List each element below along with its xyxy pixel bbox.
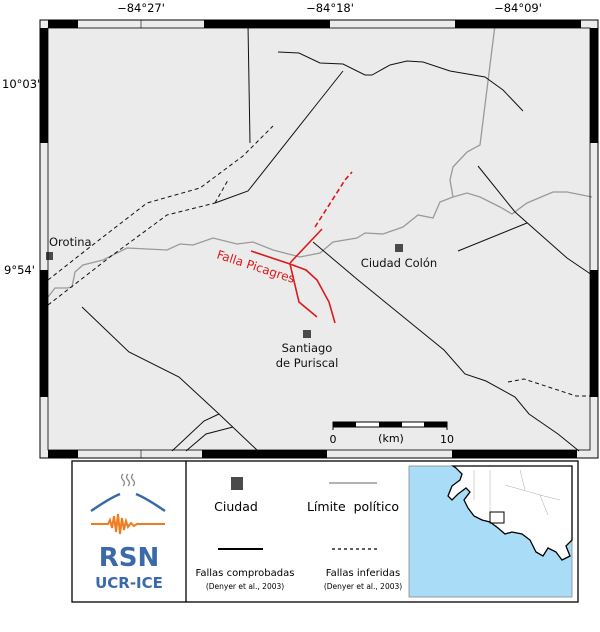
city-marker-santiago	[303, 330, 311, 338]
fault-line	[457, 222, 528, 252]
picagres-inferred-segment	[314, 171, 353, 228]
volcano-right-icon	[135, 492, 166, 513]
inferred-fault-line	[47, 125, 274, 281]
legend-proven-ref: (Denyer et al., 2003)	[206, 582, 284, 591]
scale-bar: 0 (km) 10	[330, 421, 454, 446]
fault-line	[312, 241, 580, 452]
legend-political-label: Límite político	[307, 499, 399, 514]
lat-tick-label: 9°54'	[4, 263, 35, 277]
steam-icon	[120, 473, 136, 487]
city-marker-orotina	[46, 252, 53, 260]
logo-ucr-ice: UCR-ICE	[95, 574, 163, 592]
city-label-orotina: Orotina	[49, 235, 92, 249]
fault-line	[277, 51, 524, 112]
map-frame	[39, 19, 599, 459]
lat-tick-label: 10°03'	[2, 77, 40, 91]
map-background	[40, 20, 598, 458]
picagres-segment	[289, 228, 323, 264]
city-label-santiago-line2: de Puriscal	[276, 356, 339, 370]
legend-city-label: Ciudad	[214, 499, 258, 514]
legend-proven-label: Fallas comprobadas	[196, 568, 295, 579]
inferred-faults	[47, 125, 592, 397]
city-symbol	[231, 477, 243, 490]
scale-start-label: 0	[330, 433, 337, 446]
legend: RSN UCR-ICE Ciudad Límite político Falla…	[71, 460, 579, 603]
political-limit-line	[449, 24, 496, 198]
legend-inferred-label: Fallas inferidas	[326, 568, 400, 579]
city-marker-ciudad-colon	[395, 244, 403, 252]
inset-location-box	[489, 511, 505, 524]
city-label-santiago-line1: Santiago	[282, 341, 333, 355]
inferred-fault-line	[214, 179, 229, 204]
fault-line	[81, 306, 259, 452]
city-label-ciudad-colon: Ciudad Colón	[361, 256, 437, 270]
inferred-fault-line	[47, 202, 216, 306]
fault-line	[247, 24, 251, 144]
political-limit-line	[47, 191, 593, 298]
legend-inferred-ref: (Denyer et al., 2003)	[324, 582, 402, 591]
volcano-left-icon	[90, 492, 121, 513]
inset-map	[408, 465, 573, 598]
rsn-logo: RSN UCR-ICE	[90, 473, 166, 592]
picagres-segment	[250, 250, 291, 265]
inset-provinces	[473, 469, 561, 516]
fault-line	[185, 426, 234, 452]
proven-faults	[81, 24, 593, 452]
lon-tick-label: −84°27'	[117, 1, 165, 15]
fault-line	[214, 70, 344, 204]
scale-unit-label: (km)	[378, 432, 404, 445]
picagres-segment	[289, 263, 336, 324]
seismogram-icon	[91, 513, 165, 535]
lon-tick-label: −84°09'	[494, 1, 542, 15]
fault-line	[171, 413, 220, 452]
scale-end-label: 10	[440, 433, 454, 446]
fault-line	[477, 165, 593, 276]
falla-picagres	[250, 171, 353, 324]
inferred-fault-line	[507, 378, 592, 397]
lon-tick-label: −84°18'	[306, 1, 354, 15]
political-limits	[47, 24, 593, 298]
picagres-segment	[289, 263, 318, 318]
logo-rsn: RSN	[99, 543, 160, 573]
inset-land	[447, 465, 573, 561]
